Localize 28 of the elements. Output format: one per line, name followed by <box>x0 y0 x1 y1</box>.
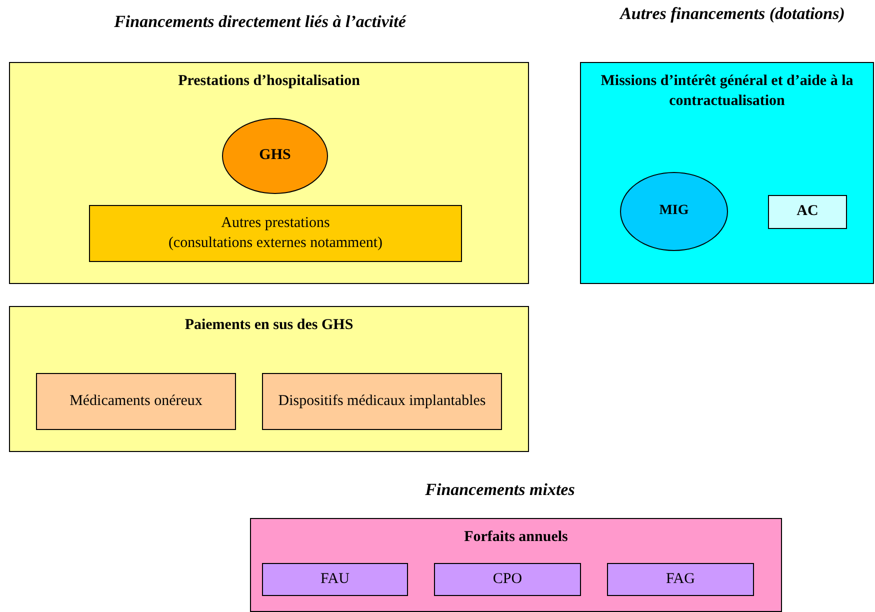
process-box <box>36 373 236 430</box>
node-label: CPO <box>492 570 522 589</box>
group-heading: Prestations d’hospitalisation <box>177 72 361 91</box>
group-heading: Paiements en sus des GHS <box>184 316 354 335</box>
process-box <box>768 195 847 229</box>
section-heading: Financements mixtes <box>424 480 576 500</box>
node-label: Dispositifs médicaux implantables <box>278 392 486 411</box>
group-box <box>250 518 782 612</box>
section-heading: Financements directement liés à l’activité <box>113 12 408 32</box>
node-label: Autres prestations <box>221 214 330 233</box>
node-label: FAU <box>320 570 350 589</box>
group-box <box>580 62 874 284</box>
node-label: GHS <box>259 146 291 166</box>
process-box <box>262 373 502 430</box>
node-label: FAG <box>666 570 695 589</box>
node-label: Médicaments onéreux <box>70 392 202 411</box>
node-label: MIG <box>659 202 689 220</box>
process-box <box>607 563 754 596</box>
section-heading: Autres financements (dotations) <box>618 4 846 24</box>
process-box <box>262 563 408 596</box>
group-heading: Forfaits annuels <box>463 528 569 547</box>
process-box <box>434 563 581 596</box>
node-label: AC <box>796 202 818 222</box>
group-heading: Missions d’intérêt général et d’aide à la contractualisation <box>600 72 854 112</box>
node-label: (consultations externes notamment) <box>168 234 383 252</box>
process-box <box>89 205 462 262</box>
group-box <box>9 306 529 452</box>
group-box <box>9 62 529 284</box>
